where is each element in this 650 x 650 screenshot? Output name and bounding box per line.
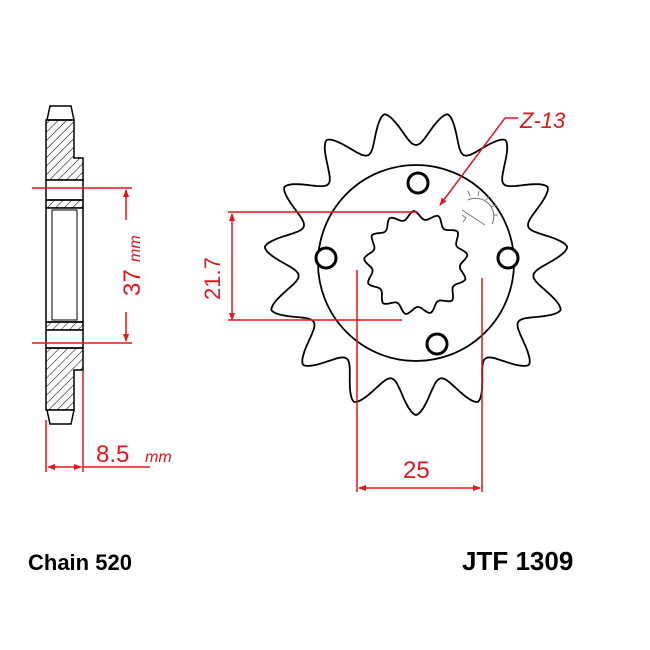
side-hub-upper: [45, 179, 84, 201]
bolt-hole: [425, 332, 449, 356]
chain-label: Chain 520: [28, 550, 132, 575]
spline-height-label: 21.7: [200, 257, 225, 300]
logo-icon: [461, 190, 498, 226]
side-view: [45, 105, 84, 425]
spline-width-label: 25: [403, 457, 430, 484]
spline-bore: [363, 210, 469, 315]
tooth-count-label: Z-13: [519, 108, 566, 133]
front-view: [263, 113, 569, 416]
hub-diameter-label: 37: [119, 269, 146, 296]
dimension-lines: [32, 117, 518, 492]
side-bottom-section: [45, 347, 84, 411]
thickness-unit: mm: [145, 449, 172, 466]
bolt-hole: [314, 246, 338, 270]
bolt-hole: [496, 246, 520, 270]
hub-diameter-unit: mm: [127, 235, 144, 262]
bolt-holes: [314, 171, 520, 356]
side-top-section: [45, 119, 84, 181]
bolt-hole: [406, 171, 430, 195]
side-bottom-tooth: [46, 409, 75, 425]
side-top-tooth: [46, 105, 75, 121]
thickness-label: 8.5: [96, 441, 129, 468]
part-number: JTF 1309: [462, 546, 573, 576]
